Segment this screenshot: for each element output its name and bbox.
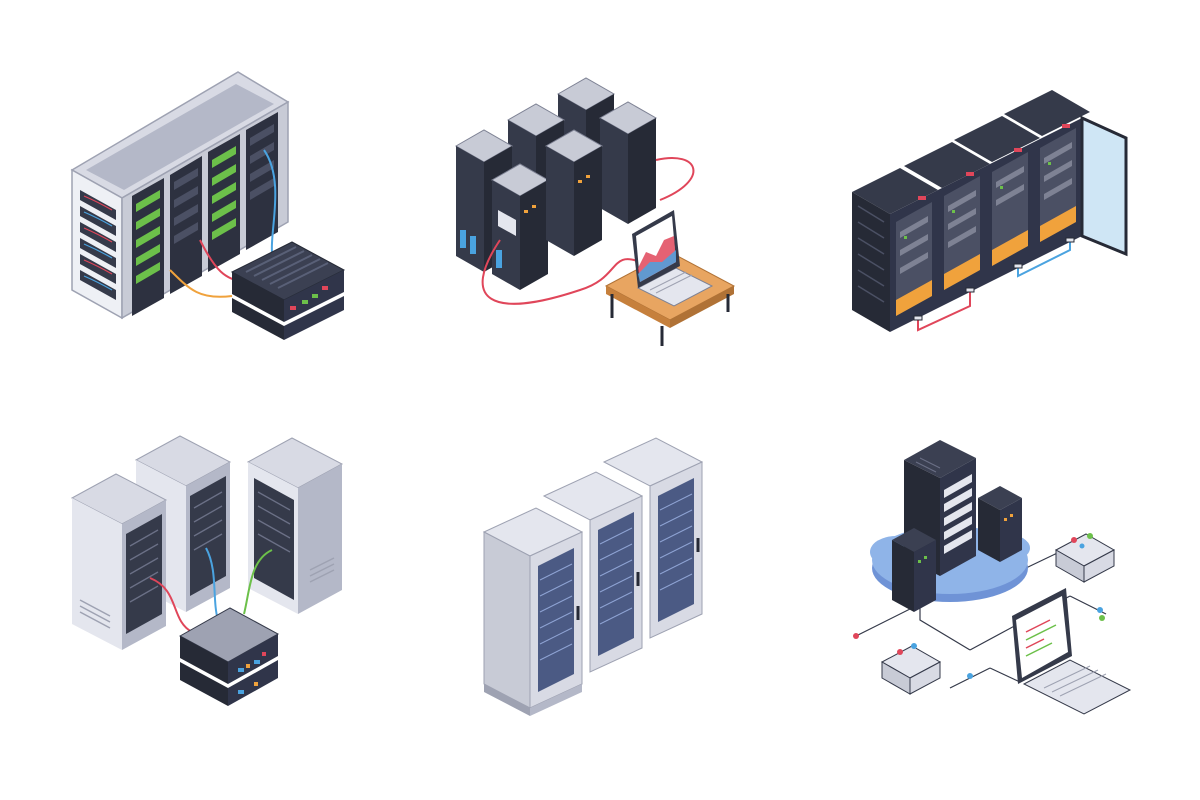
tower-server-icon <box>70 435 344 706</box>
rack-cabinet-with-switch <box>0 0 400 400</box>
rack-row-icon <box>852 90 1128 332</box>
rack-enclosure-icon <box>482 437 704 716</box>
server-cluster-icon <box>454 77 736 346</box>
server-rack-icon <box>70 71 346 340</box>
enclosed-rack-row <box>400 400 800 800</box>
open-door-rack-row <box>800 0 1200 400</box>
cloud-server-network <box>800 400 1200 800</box>
server-cluster-with-laptop <box>400 0 800 400</box>
cloud-server-icon <box>853 440 1132 715</box>
tower-servers-with-hub <box>0 400 400 800</box>
